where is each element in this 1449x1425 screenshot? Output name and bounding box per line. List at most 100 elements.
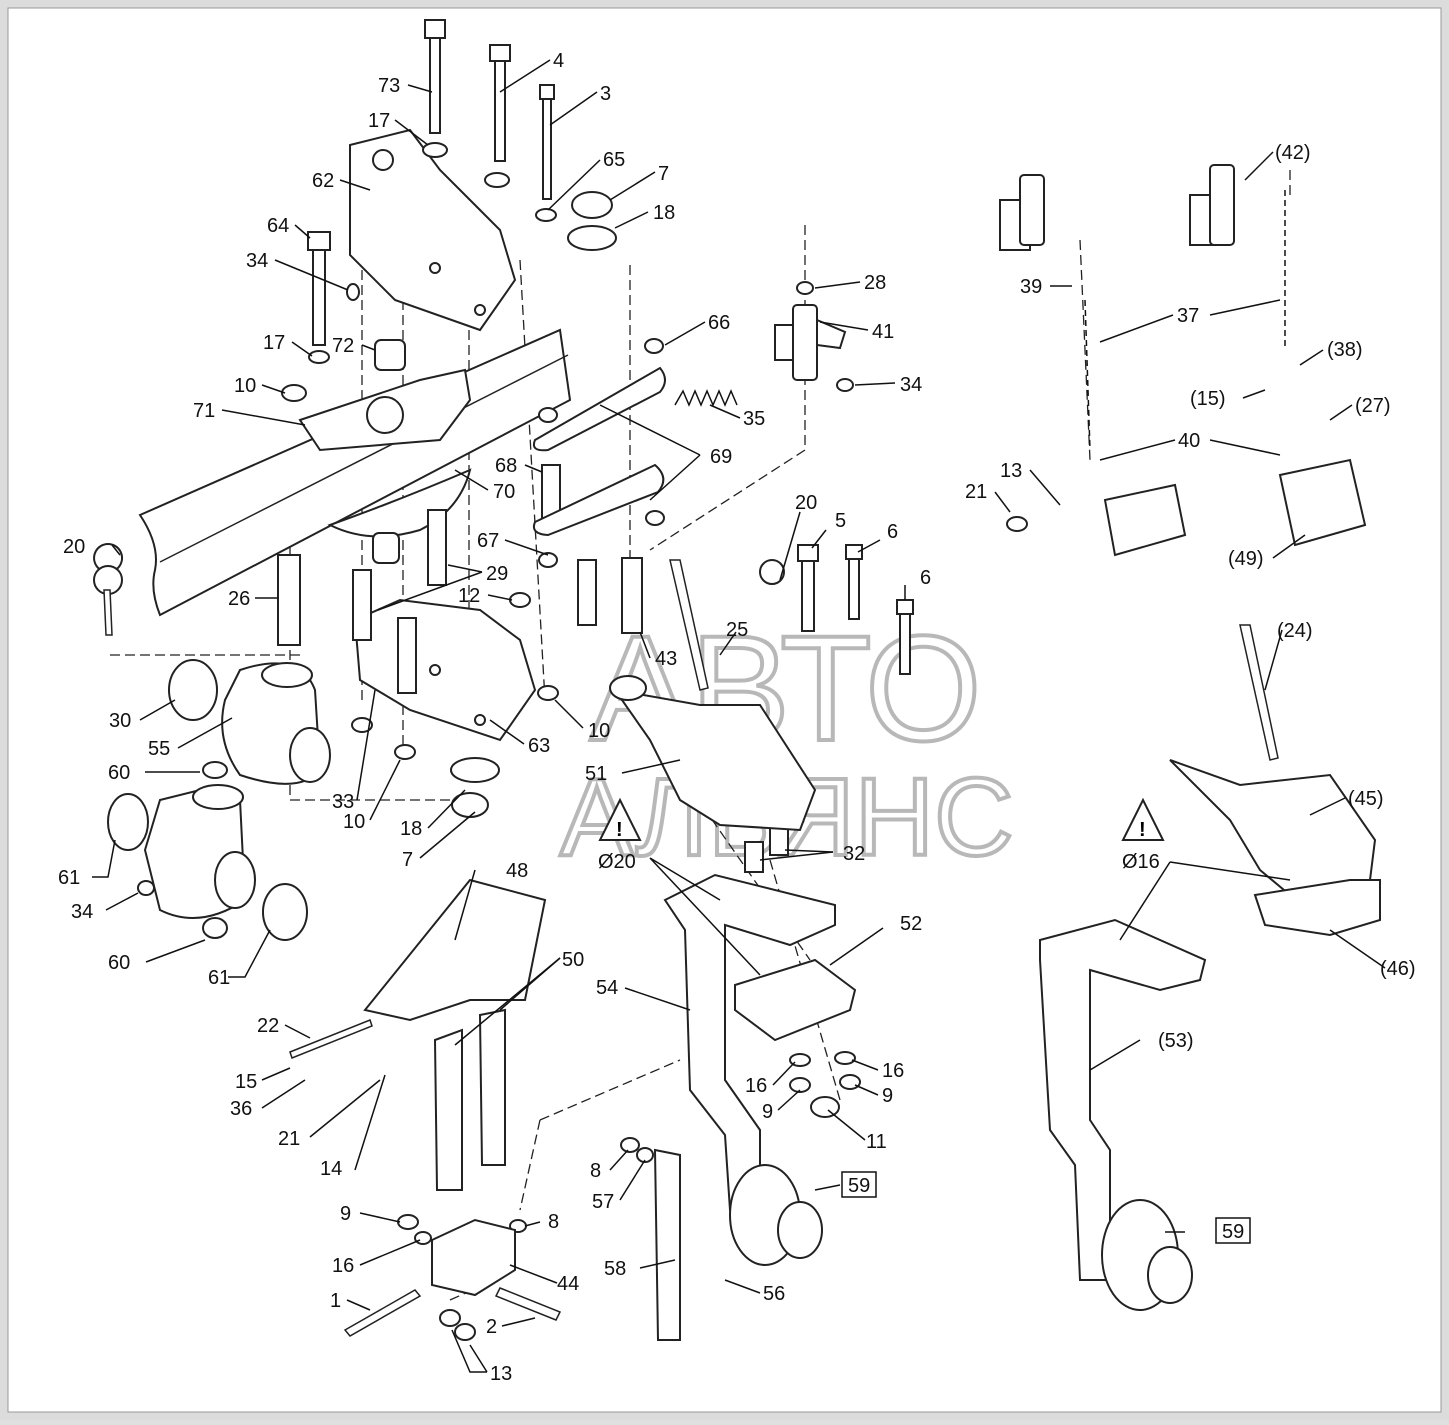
part-label: (49) — [1228, 548, 1264, 570]
wheel-hub-right — [1101, 1199, 1193, 1311]
boxed-label-text: 59 — [1222, 1221, 1244, 1243]
part-label: 60 — [108, 952, 130, 974]
part-label: (46) — [1380, 958, 1416, 980]
upper-bracket-plate-62 — [349, 128, 517, 332]
boxed-label-59-left: 59 — [841, 1171, 877, 1198]
part-label: 72 — [332, 335, 354, 357]
part-label: 17 — [263, 332, 285, 354]
part-label: 64 — [267, 215, 289, 237]
part-label: 14 — [320, 1158, 342, 1180]
part-label: 1 — [330, 1290, 341, 1312]
part-label: 36 — [230, 1098, 252, 1120]
wheel-hub-left — [729, 1164, 823, 1266]
chain-left — [999, 174, 1187, 557]
part-label: 6 — [887, 521, 898, 543]
chain-right — [1189, 164, 1367, 547]
housing-61 — [107, 761, 308, 941]
part-label: 16 — [332, 1255, 354, 1277]
part-label: 50 — [562, 949, 584, 971]
coupling-pin-41 — [774, 304, 847, 381]
part-label: 32 — [843, 843, 865, 865]
warning-label: Ø16 — [1122, 851, 1160, 873]
warning-symbol: ! — [616, 819, 623, 841]
clamp-44 — [431, 1218, 516, 1297]
part-label: 20 — [795, 492, 817, 514]
part-label: 9 — [762, 1101, 773, 1123]
bracket-48 — [363, 878, 547, 1022]
part-label: 60 — [108, 762, 130, 784]
part-label: 61 — [208, 967, 230, 989]
part-label: 67 — [477, 530, 499, 552]
part-label: 57 — [592, 1191, 614, 1213]
part-label: 8 — [590, 1160, 601, 1182]
spring-35 — [674, 389, 738, 407]
part-label: 41 — [872, 321, 894, 343]
part-label: 22 — [257, 1015, 279, 1037]
part-label: 66 — [708, 312, 730, 334]
part-label: 29 — [486, 563, 508, 585]
part-label: 58 — [604, 1258, 626, 1280]
part-label: 51 — [585, 763, 607, 785]
part-label: 13 — [1000, 460, 1022, 482]
part-label: 63 — [528, 735, 550, 757]
part-label: 48 — [506, 860, 528, 882]
part-label: 17 — [368, 110, 390, 132]
part-label: 21 — [278, 1128, 300, 1150]
part-label: 18 — [400, 818, 422, 840]
bolts — [307, 19, 914, 675]
long-bolts — [289, 1019, 562, 1337]
part-label: 4 — [553, 50, 564, 72]
part-label: 5 — [835, 510, 846, 532]
part-label: 70 — [493, 481, 515, 503]
part-label: 10 — [588, 720, 610, 742]
part-label: 73 — [378, 75, 400, 97]
part-label: 35 — [743, 408, 765, 430]
pins — [93, 516, 1279, 761]
part-label: 20 — [63, 536, 85, 558]
part-label: 37 — [1177, 305, 1199, 327]
part-label: 7 — [658, 163, 669, 185]
part-label: 71 — [193, 400, 215, 422]
bracket-53 — [1039, 918, 1207, 1281]
part-label: 8 — [548, 1211, 559, 1233]
part-label: (15) — [1190, 388, 1226, 410]
part-label: (45) — [1348, 788, 1384, 810]
part-labels: 73 4 3 17 62 65 7 18 64 34 17 72 10 71 2… — [58, 50, 1416, 1385]
part-label: (42) — [1275, 142, 1311, 164]
part-label: 43 — [655, 648, 677, 670]
part-label: 16 — [882, 1060, 904, 1082]
part-label: 40 — [1178, 430, 1200, 452]
part-label: (53) — [1158, 1030, 1194, 1052]
part-label: 9 — [882, 1085, 893, 1107]
part-label: 18 — [653, 202, 675, 224]
part-label: 34 — [71, 901, 93, 923]
strips — [433, 1008, 681, 1341]
part-label: 55 — [148, 738, 170, 760]
housing-55 — [93, 543, 331, 785]
plate-52 — [734, 958, 857, 1042]
bracket-54 — [663, 873, 836, 1211]
part-label: 44 — [557, 1273, 579, 1295]
part-label: 15 — [235, 1071, 257, 1093]
part-label: 3 — [600, 83, 611, 105]
part-label: 61 — [58, 867, 80, 889]
warning-label: Ø20 — [598, 851, 636, 873]
part-label: 9 — [340, 1203, 351, 1225]
part-label: 68 — [495, 455, 517, 477]
part-label: (24) — [1277, 620, 1313, 642]
part-label: 56 — [763, 1283, 785, 1305]
hitch-45 — [1169, 759, 1381, 937]
part-label: 13 — [490, 1363, 512, 1385]
part-label: 12 — [458, 585, 480, 607]
boxed-label-59-right: 59 — [1215, 1217, 1251, 1244]
part-label: 7 — [402, 849, 413, 871]
part-label: 21 — [965, 481, 987, 503]
warning-symbol: ! — [1139, 819, 1146, 841]
boxed-label-text: 59 — [848, 1175, 870, 1197]
leader-lines — [92, 59, 1386, 1373]
part-label: 10 — [343, 811, 365, 833]
part-label: (27) — [1355, 395, 1391, 417]
part-label: 69 — [710, 446, 732, 468]
